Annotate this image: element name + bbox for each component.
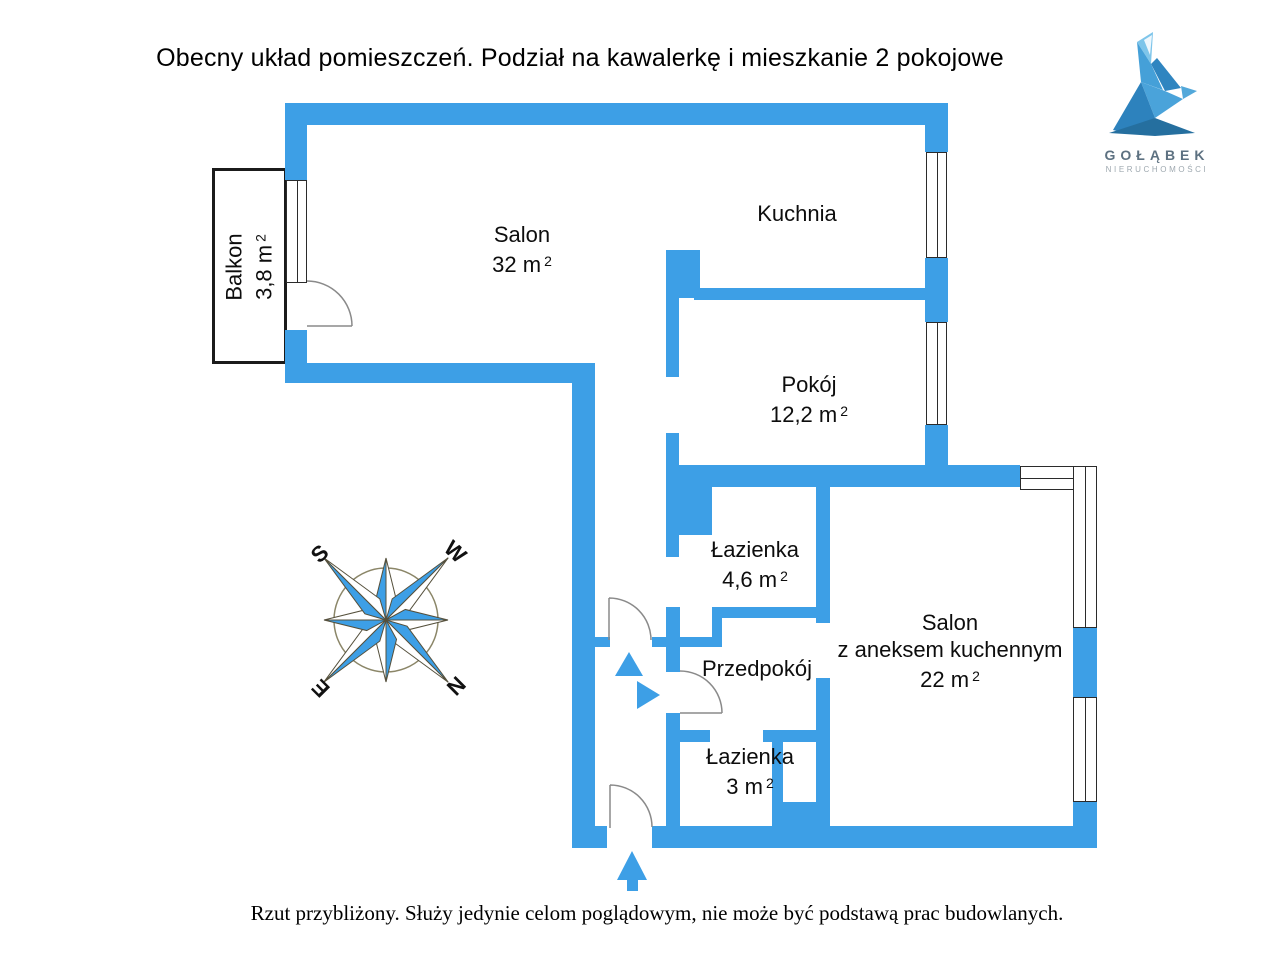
wall <box>816 678 830 827</box>
wall <box>1073 802 1097 828</box>
up-arrow-icon <box>615 652 643 676</box>
compass-letter-w: W <box>439 535 471 568</box>
window <box>926 322 947 425</box>
compass-star-point <box>385 557 398 621</box>
wall <box>285 103 948 125</box>
window <box>1073 466 1097 628</box>
wall <box>285 103 307 180</box>
door-arc <box>306 280 353 327</box>
entrance-arrow-stem <box>627 878 638 891</box>
logo-subtitle: NIERUCHOMOŚCI <box>1105 165 1209 174</box>
wall <box>717 607 818 618</box>
wall <box>763 730 816 742</box>
dove-logo-icon <box>1109 32 1197 136</box>
wall <box>816 487 830 623</box>
logo-name: GOŁĄBEK <box>1104 147 1210 163</box>
compass-star-point <box>323 557 387 621</box>
wall <box>925 258 948 322</box>
compass-star-point <box>385 557 449 621</box>
wall <box>772 802 817 828</box>
compass-letter-n: N <box>442 671 471 700</box>
room-label-kuchnia: Kuchnia <box>757 201 837 226</box>
wall <box>666 465 1020 487</box>
wall <box>666 730 710 742</box>
compass-star-point <box>323 557 387 621</box>
balcony-outline <box>212 168 287 364</box>
logo: GOŁĄBEK NIERUCHOMOŚCI <box>1095 28 1219 174</box>
wall <box>652 637 722 647</box>
wall <box>666 487 712 535</box>
room-label-przedpokoj: Przedpokój <box>701 656 813 681</box>
plan-title: Obecny układ pomieszczeń. Podział na kaw… <box>156 44 1004 72</box>
compass-letter-s: S <box>306 539 334 567</box>
wall <box>572 826 607 848</box>
compass-star-point <box>323 619 387 683</box>
door-arc <box>609 784 653 828</box>
wall <box>666 535 679 557</box>
compass-star-point <box>385 608 449 621</box>
compass-star-point <box>374 557 387 621</box>
compass-star-point <box>374 619 387 683</box>
compass-star-point <box>385 619 449 632</box>
compass-star-point <box>385 557 449 621</box>
wall <box>772 742 783 805</box>
wall <box>694 288 927 300</box>
wall <box>712 607 722 647</box>
wall <box>666 288 679 377</box>
window <box>1073 697 1097 802</box>
right-arrow-icon <box>637 681 660 709</box>
window <box>286 180 307 283</box>
compass-star-point <box>385 619 449 683</box>
window <box>926 152 947 258</box>
compass-rose-icon: S W E N <box>306 535 472 702</box>
wall <box>925 103 948 152</box>
wall <box>572 363 595 848</box>
wall <box>652 826 1097 848</box>
compass-star-point <box>323 619 387 683</box>
wall <box>1073 628 1097 697</box>
compass-star-point <box>385 619 449 683</box>
entrance-arrow-icon <box>617 851 647 880</box>
compass-letter-e: E <box>307 674 335 702</box>
disclaimer-text: Rzut przybliżony. Służy jedynie celom po… <box>250 901 1064 925</box>
compass-star-point <box>323 608 387 621</box>
wall <box>287 363 595 383</box>
wall <box>593 637 610 647</box>
door-arc <box>608 597 652 641</box>
compass-star-point <box>323 619 387 632</box>
wall <box>666 713 680 830</box>
compass-star-point <box>385 619 398 683</box>
room-label-balkon: Balkon 3,8 m2 <box>221 233 277 301</box>
